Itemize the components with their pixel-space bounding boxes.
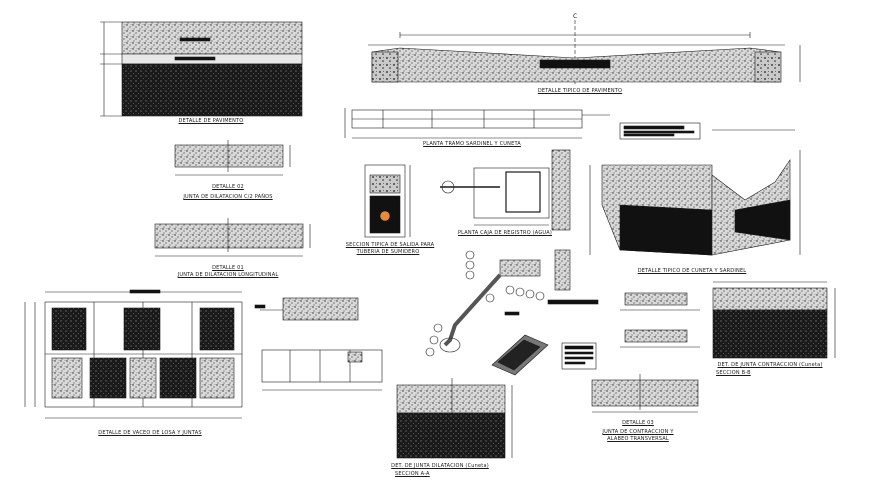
dilation-joint-section: SECCION A-A <box>395 471 430 477</box>
typical-pavement-drawing <box>368 20 801 85</box>
detail-01-subtitle: JUNTA DE DILATACION LONGITUDINAL <box>177 272 279 278</box>
register-box-section-drawing <box>425 249 599 357</box>
detail-03-subtitle-1: JUNTA DE CONTRACCION Y <box>602 429 674 435</box>
contraction-joint-drawing <box>712 281 836 359</box>
drain-section-drawing <box>364 164 411 238</box>
joint-sections-drawing <box>620 292 700 348</box>
detail-02-title: DETALLE 02 <box>212 184 244 190</box>
dilation-joint-title: DET. DE JUNTA DILATACION (Cuneta) <box>391 463 489 469</box>
contraction-joint-section: SECCION B-B <box>716 370 751 376</box>
drain-section-title-1: SECCION TIPICA DE SALIDA PARA <box>345 242 435 248</box>
contraction-joint-title: DET. DE JUNTA CONTRACCION (Cuneta) <box>717 362 823 368</box>
drain-section-title-2: TUBERIA DE SUMIDERO <box>356 249 420 255</box>
slab-plan-drawing <box>24 289 243 419</box>
pavement-detail-title: DETALLE DE PAVIMENTO <box>178 118 244 124</box>
curb-plan-title: PLANTA TRAMO SARDINEL Y CUNETA <box>423 141 521 147</box>
curb-plan-drawing <box>344 108 610 139</box>
detail-01-title: DETALLE 01 <box>212 265 244 271</box>
dilation-joint-drawing <box>396 378 513 459</box>
axis-mark: C <box>573 13 578 20</box>
detail-03-drawing <box>591 374 699 413</box>
detail-03-subtitle-2: ALABEO TRANSVERSAL <box>607 436 669 442</box>
gutter-typical-drawing <box>589 129 801 256</box>
register-box-title: PLANTA CAJA DE REGISTRO (AGUA) <box>457 230 553 236</box>
detail-02-drawing <box>174 140 291 176</box>
curb-detail-drawing <box>254 297 383 391</box>
detail-02-subtitle: JUNTA DE DILATACION C/2 PAÑOS <box>183 194 273 200</box>
legend-box <box>619 122 701 140</box>
gutter-typical-title: DETALLE TIPICO DE CUNETA Y SARDINEL <box>637 268 747 274</box>
detail-01-drawing <box>154 218 311 257</box>
register-box-plan-drawing <box>440 149 571 231</box>
isometric-box-drawing <box>491 334 597 376</box>
pavement-detail-drawing <box>100 21 303 117</box>
slab-detail-title: DETALLE DE VACEO DE LOSA Y JUNTAS <box>98 430 202 436</box>
detail-03-title: DETALLE 03 <box>622 420 654 426</box>
typical-pavement-title: DETALLE TIPICO DE PAVIMENTO <box>537 88 623 94</box>
